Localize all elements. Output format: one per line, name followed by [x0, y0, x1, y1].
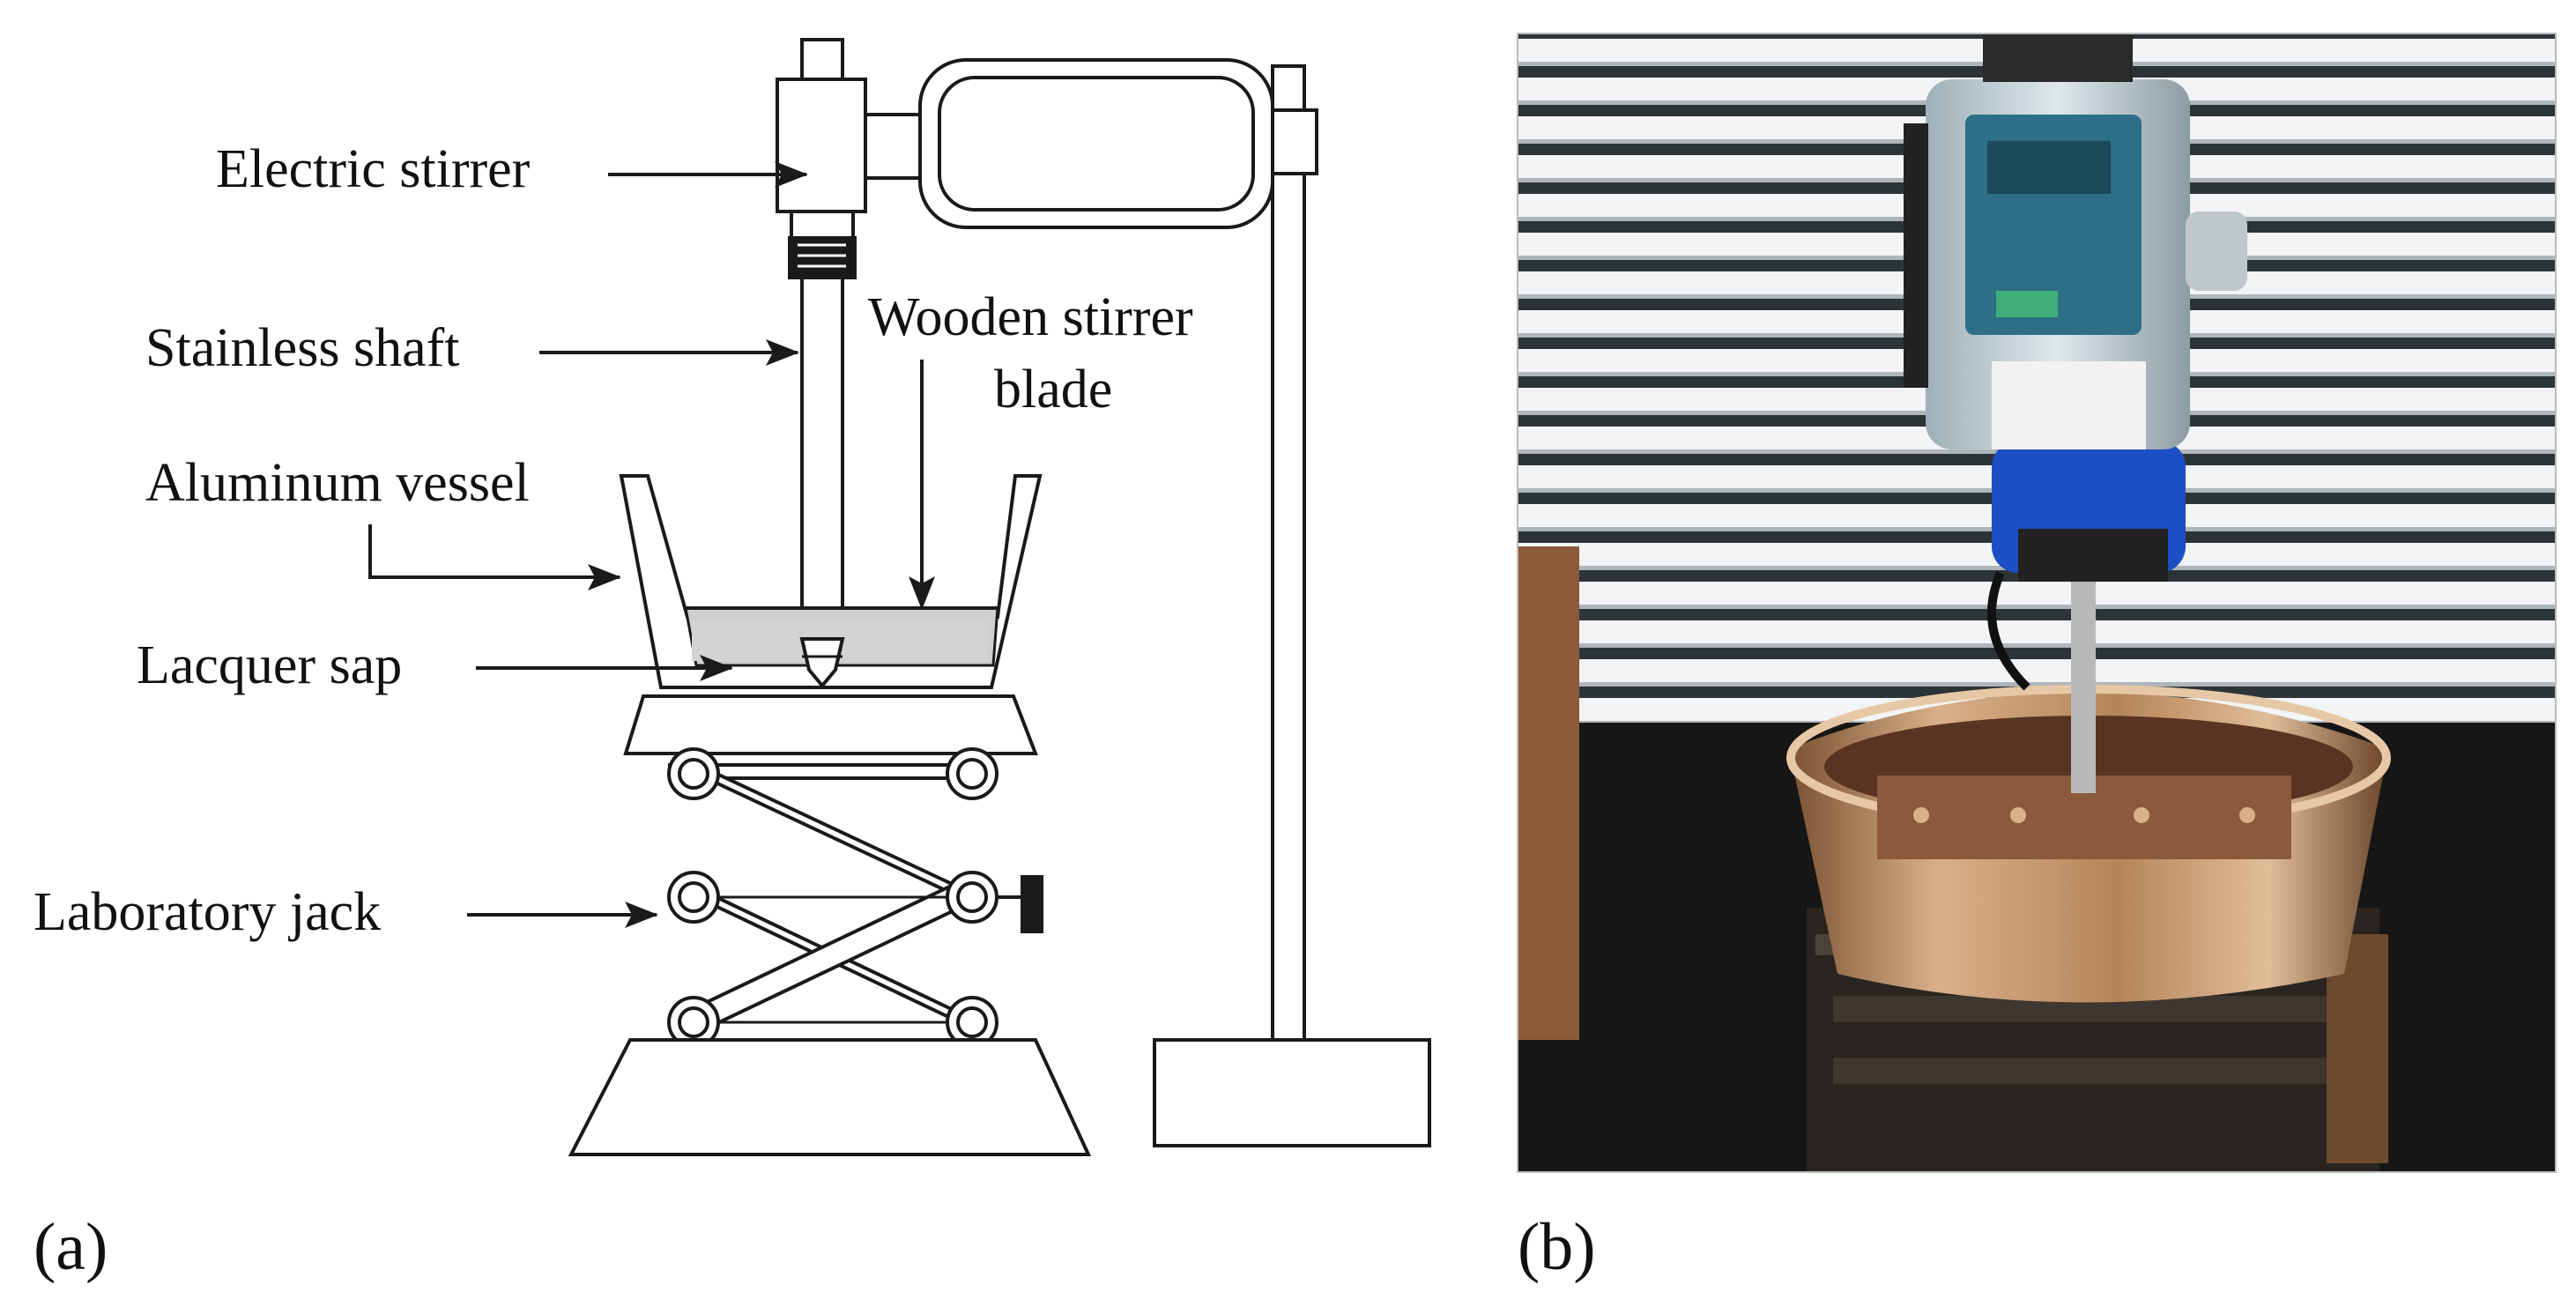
leader-arrows: [368, 161, 935, 928]
label-electric-stirrer: Electric stirrer: [216, 139, 531, 199]
stand: [1153, 64, 1431, 1147]
stand-pole: [1271, 64, 1306, 1042]
stand-base: [1153, 1038, 1431, 1147]
label-wooden-blade-line1: Wooden stirrer: [868, 287, 1193, 347]
panel-label-b: (b): [1518, 1210, 1596, 1284]
stainless-shaft: [800, 276, 844, 641]
label-laboratory-jack: Laboratory jack: [33, 882, 381, 942]
label-stainless-shaft: Stainless shaft: [145, 318, 459, 378]
panel-a-diagram: [568, 38, 1431, 1156]
label-lacquer-sap: Lacquer sap: [137, 635, 402, 695]
electric-stirrer: [776, 38, 867, 279]
jack-knob: [1021, 875, 1043, 933]
jack-top-plate: [623, 694, 1038, 755]
clamp-arm: [862, 58, 1274, 229]
laboratory-jack: [667, 747, 1043, 1049]
wooden-stirrer-blade: [799, 637, 845, 689]
panel-a-labels: Electric stirrer Stainless shaft Wooden …: [33, 139, 1193, 1284]
label-aluminum-vessel: Aluminum vessel: [145, 453, 530, 513]
jack-base: [568, 1038, 1092, 1156]
panel-label-a: (a): [33, 1210, 108, 1284]
arrow-aluminum-vessel: [368, 524, 621, 590]
photo-shaft: [2071, 564, 2096, 793]
label-wooden-blade-line2: blade: [994, 360, 1112, 419]
panel-b-photo: (b): [1517, 33, 2557, 1284]
